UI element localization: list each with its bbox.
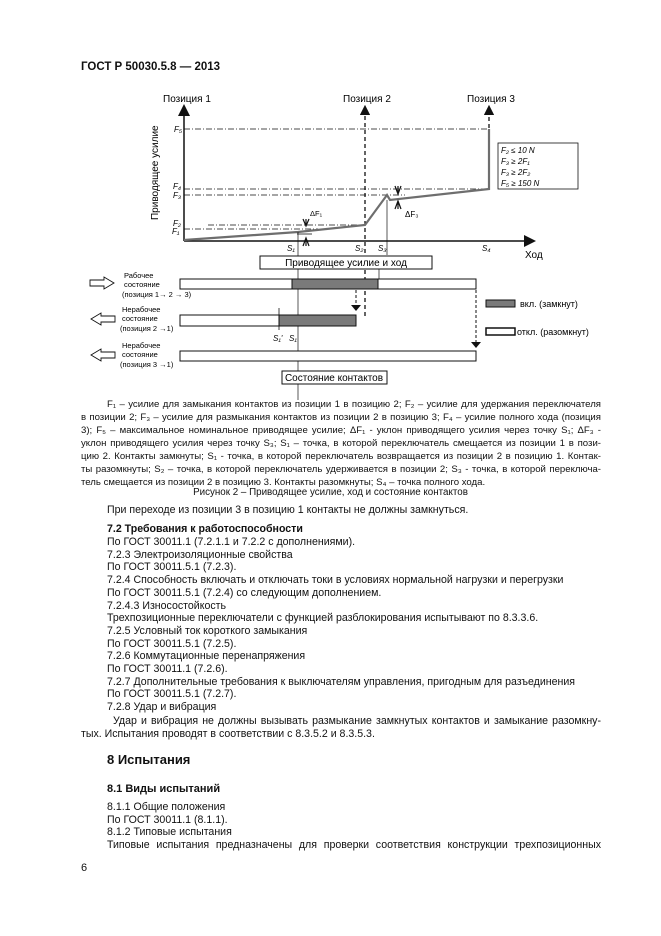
state-3-line2: состояние bbox=[122, 350, 158, 359]
state-1-line2: состояние bbox=[124, 280, 160, 289]
text-line: 8.1.1 Общие положения bbox=[107, 801, 226, 813]
condition-3: F₃ ≥ 2F₂ bbox=[501, 168, 530, 177]
text-line: По ГОСТ 30011.1 (7.2.6). bbox=[107, 663, 228, 675]
force-curve bbox=[183, 129, 491, 242]
s1-bottom-label: S₁ bbox=[289, 334, 297, 343]
text-line: По ГОСТ 30011.5.1 (7.2.5). bbox=[107, 637, 237, 650]
state-2-on-segment bbox=[278, 314, 357, 327]
position-1-label: Позиция 1 bbox=[163, 94, 211, 105]
conditions-box bbox=[497, 142, 579, 190]
condition-1: F₂ ≤ 10 N bbox=[501, 146, 535, 155]
text-line: По ГОСТ 30011.1 (8.1.1). bbox=[107, 813, 228, 826]
text-line: 7.2.6 Коммутационные перенапряжения bbox=[107, 650, 306, 663]
y-axis-label: Приводящее усилие bbox=[150, 125, 161, 220]
legend-on-swatch bbox=[485, 299, 516, 308]
paragraph: Удар и вибрация не должны вызывать размы… bbox=[113, 715, 601, 727]
text-line: 7.2.4.3 Износостойкость bbox=[107, 599, 227, 612]
text-line: 7.2.3 Электроизоляционные свойства bbox=[107, 548, 293, 561]
state-1-on-segment bbox=[291, 278, 379, 290]
caption-line: 3); F₅ – максимальное номинальное привод… bbox=[81, 425, 601, 436]
legend-off-label: откл. (разомкнут) bbox=[517, 327, 589, 337]
paragraph: Типовые испытания предназначены для пров… bbox=[107, 839, 601, 851]
s1-prime-label: S₁' bbox=[273, 334, 283, 343]
delta-f3-label: ΔF₃ bbox=[405, 210, 419, 219]
state-1-line3: (позиция 1→ 2 → 3) bbox=[122, 290, 192, 299]
section-8-1-title: 8.1 Виды испытаний bbox=[107, 783, 221, 795]
text-line: 7.2.7 Дополнительные требования к выключ… bbox=[107, 675, 576, 688]
text-line: По ГОСТ 30011.5.1 (7.2.3). bbox=[107, 561, 237, 574]
s2-label: S₂ bbox=[355, 244, 363, 253]
force-box-title: Приводящее усилие и ход bbox=[285, 258, 407, 269]
state-1-line1: Рабочее bbox=[124, 271, 153, 280]
paragraph: При переходе из позиции 3 в позицию 1 ко… bbox=[107, 504, 469, 516]
f1-label: F₁ bbox=[172, 227, 180, 236]
force-box bbox=[259, 255, 433, 270]
f4-label: F₄ bbox=[173, 182, 181, 191]
caption-line: тель смещается из позиции 2 в позицию 3.… bbox=[81, 477, 486, 488]
x-axis-label: Ход bbox=[525, 250, 543, 261]
state-2-line3: (позиция 2 →1) bbox=[120, 324, 174, 333]
section-8-title: 8 Испытания bbox=[107, 752, 191, 767]
text-line: 7.2.4 Способность включать и отключать т… bbox=[107, 574, 564, 587]
state-3-line1: Нерабочее bbox=[122, 341, 160, 350]
text-line: Трехпозиционные переключатели с функцией… bbox=[107, 612, 539, 625]
text-line: По ГОСТ 30011.1 (7.2.1.1 и 7.2.2 с допол… bbox=[107, 536, 356, 548]
section-7-2-title: 7.2 Требования к работоспособности bbox=[107, 523, 303, 535]
position-2-label: Позиция 2 bbox=[343, 94, 391, 105]
legend-on-label: вкл. (замкнут) bbox=[520, 299, 578, 309]
f2-label: F₂ bbox=[173, 219, 181, 228]
text-line: 7.2.8 Удар и вибрация bbox=[107, 701, 217, 714]
f5-label: F₅ bbox=[174, 125, 183, 134]
text-line: По ГОСТ 30011.5.1 (7.2.7). bbox=[107, 688, 237, 701]
f3-label: F₃ bbox=[173, 191, 181, 200]
state-3-line3: (позиция 3 →1) bbox=[120, 360, 174, 369]
state-2-line1: Нерабочее bbox=[122, 305, 160, 314]
condition-2: F₃ ≥ 2F₁ bbox=[501, 157, 530, 166]
caption-line: цию 2. Контакты замкнуты; S₁ - точка, в … bbox=[81, 451, 601, 462]
caption-line: в позиции 2; F₃ – усилие для размыкания … bbox=[81, 412, 601, 423]
paragraph: тых. Испытания проводят в соответствии с… bbox=[81, 728, 375, 740]
document-header: ГОСТ Р 50030.5.8 — 2013 bbox=[81, 61, 221, 73]
s4-label: S₄ bbox=[482, 244, 491, 253]
caption-line: уклон приводящего усилия через точку S₃;… bbox=[81, 438, 601, 449]
caption-line: ты разомкнуты; S₂ – точка, в которой пер… bbox=[81, 464, 601, 475]
text-line: По ГОСТ 30011.5.1 (7.2.4) со следующим д… bbox=[107, 586, 382, 599]
position-3-label: Позиция 3 bbox=[467, 94, 515, 105]
text-line: 7.2.5 Условный ток короткого замыкания bbox=[107, 624, 308, 637]
contacts-box-title: Состояние контактов bbox=[285, 373, 383, 384]
delta-f1-label: ΔF₁ bbox=[310, 209, 323, 218]
caption-line: F₁ – усилие для замыкания контактов из п… bbox=[107, 399, 601, 410]
s3-label: S₃ bbox=[378, 244, 387, 253]
legend-off-swatch bbox=[485, 327, 516, 336]
s1-label: S₁ bbox=[287, 244, 295, 253]
contacts-box bbox=[281, 370, 388, 385]
figure-caption: Рисунок 2 – Приводящее усилие, ход и сос… bbox=[193, 487, 468, 498]
text-line: 8.1.2 Типовые испытания bbox=[107, 826, 232, 839]
force-travel-diagram: Позиция 1 Позиция 2 Позиция 3 Приводящее… bbox=[89, 94, 589, 400]
state-3-bar bbox=[179, 350, 477, 362]
condition-4: F₅ ≥ 150 N bbox=[501, 179, 540, 188]
page-number: 6 bbox=[81, 862, 88, 874]
state-2-line2: состояние bbox=[122, 314, 158, 323]
